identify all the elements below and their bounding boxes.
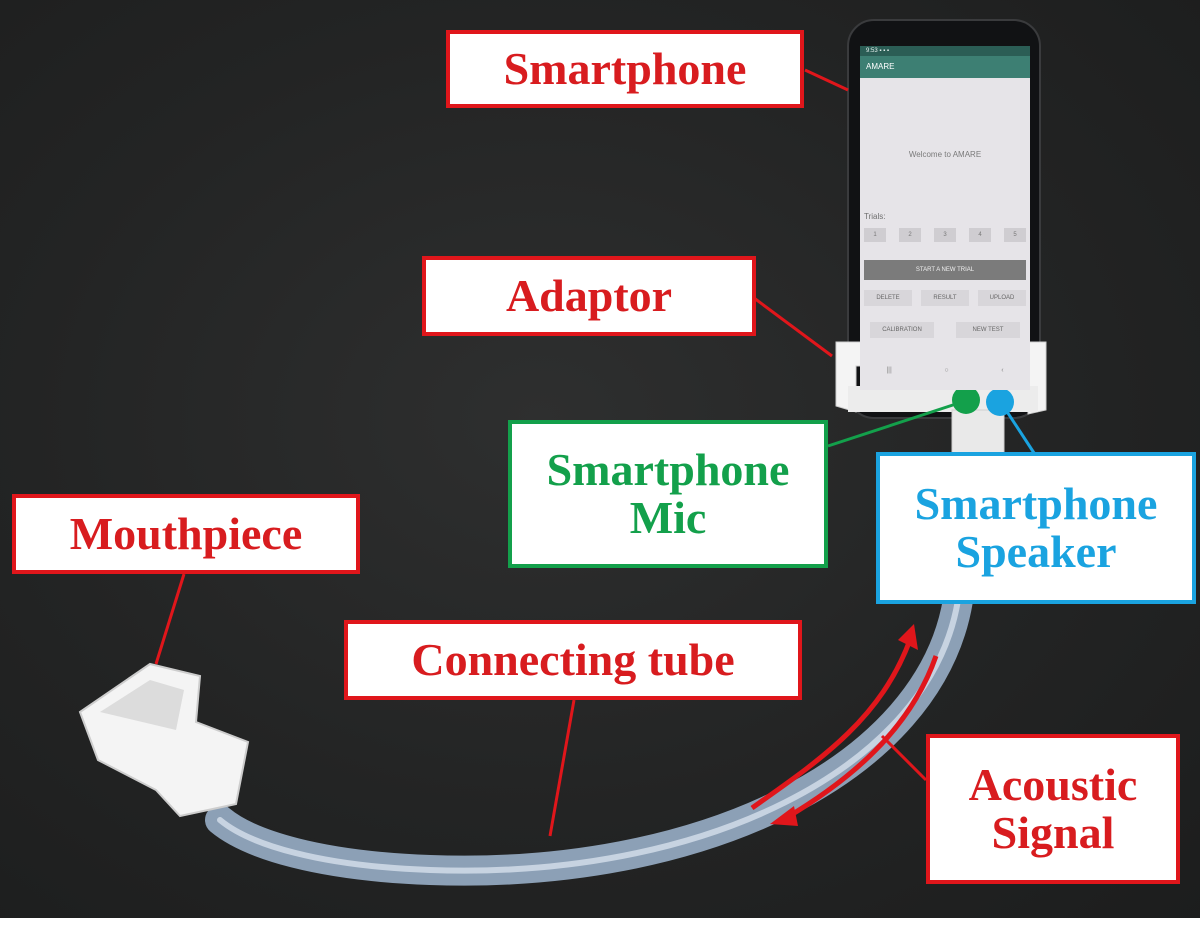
adaptor-label-text: Adaptor [505, 269, 673, 321]
trial-button-2[interactable]: 2 [899, 228, 921, 242]
acoustic-label-line2: Signal [991, 807, 1115, 858]
connecting-tube-highlight [217, 597, 961, 874]
trial-selector: 1 2 3 4 5 [864, 228, 1026, 242]
connecting-tube-label: Connecting tube [344, 620, 802, 700]
home-icon[interactable]: ○ [944, 367, 949, 374]
speaker-label-line1: Smartphone [914, 477, 1158, 529]
trial-button-3[interactable]: 3 [934, 228, 956, 242]
trial-button-4[interactable]: 4 [969, 228, 991, 242]
acoustic-signal-label: Acoustic Signal [926, 734, 1180, 884]
trial-button-5[interactable]: 5 [1004, 228, 1026, 242]
mic-label-line2: Mic [629, 492, 707, 543]
acoustic-arrowhead-out [898, 624, 918, 650]
secondary-action-row: CALIBRATION NEW TEST [870, 322, 1020, 338]
mouthpiece-label: Mouthpiece [12, 494, 360, 574]
adaptor-stem [951, 409, 1005, 455]
mouthpiece-leader [154, 573, 186, 665]
android-nav-bar: ||| ○ ‹ [860, 364, 1030, 378]
calibration-button[interactable]: CALIBRATION [870, 322, 934, 338]
smartphone-label: Smartphone [446, 30, 804, 108]
mic-label-line1: Smartphone [546, 443, 790, 495]
acoustic-arrow-out [750, 639, 913, 811]
back-icon[interactable]: ‹ [1001, 367, 1004, 374]
welcome-text: Welcome to AMARE [908, 150, 982, 159]
bottom-border [0, 918, 1200, 928]
smartphone-leader [804, 68, 849, 92]
app-title-bar: AMARE [860, 56, 1030, 78]
acoustic-arrow-back [784, 655, 939, 821]
speaker-marker [986, 388, 1014, 416]
adaptor-leader [753, 296, 833, 358]
smartphone-speaker-label: Smartphone Speaker [876, 452, 1196, 604]
mic-marker [952, 386, 980, 414]
smartphone-label-text: Smartphone [503, 42, 747, 94]
acoustic-label-line1: Acoustic [968, 758, 1138, 810]
upload-button[interactable]: UPLOAD [978, 290, 1026, 306]
speaker-label-line2: Speaker [955, 526, 1117, 577]
action-row: DELETE RESULT UPLOAD [864, 290, 1026, 306]
adaptor-label: Adaptor [422, 256, 756, 336]
status-bar: 9:53 ▪ ▪ ▪ [860, 46, 1030, 56]
smartphone-mic-label: Smartphone Mic [508, 420, 828, 568]
delete-button[interactable]: DELETE [864, 290, 912, 306]
result-button[interactable]: RESULT [921, 290, 969, 306]
recents-icon[interactable]: ||| [886, 367, 892, 374]
acoustic-arrowhead-back [770, 806, 798, 826]
connecting-tube-label-text: Connecting tube [411, 633, 735, 685]
mouthpiece-label-text: Mouthpiece [69, 507, 303, 559]
start-new-trial-button[interactable]: START A NEW TRIAL [864, 260, 1026, 280]
acoustic-leader [880, 734, 928, 782]
new-test-button[interactable]: NEW TEST [956, 322, 1020, 338]
tube-leader [548, 699, 576, 837]
trials-label: Trials: [864, 212, 886, 221]
mouthpiece-opening [100, 680, 184, 730]
phone-screen: 9:53 ▪ ▪ ▪ AMARE Welcome to AMARE Trials… [860, 46, 1030, 390]
trial-button-1[interactable]: 1 [864, 228, 886, 242]
mic-leader [827, 400, 963, 448]
